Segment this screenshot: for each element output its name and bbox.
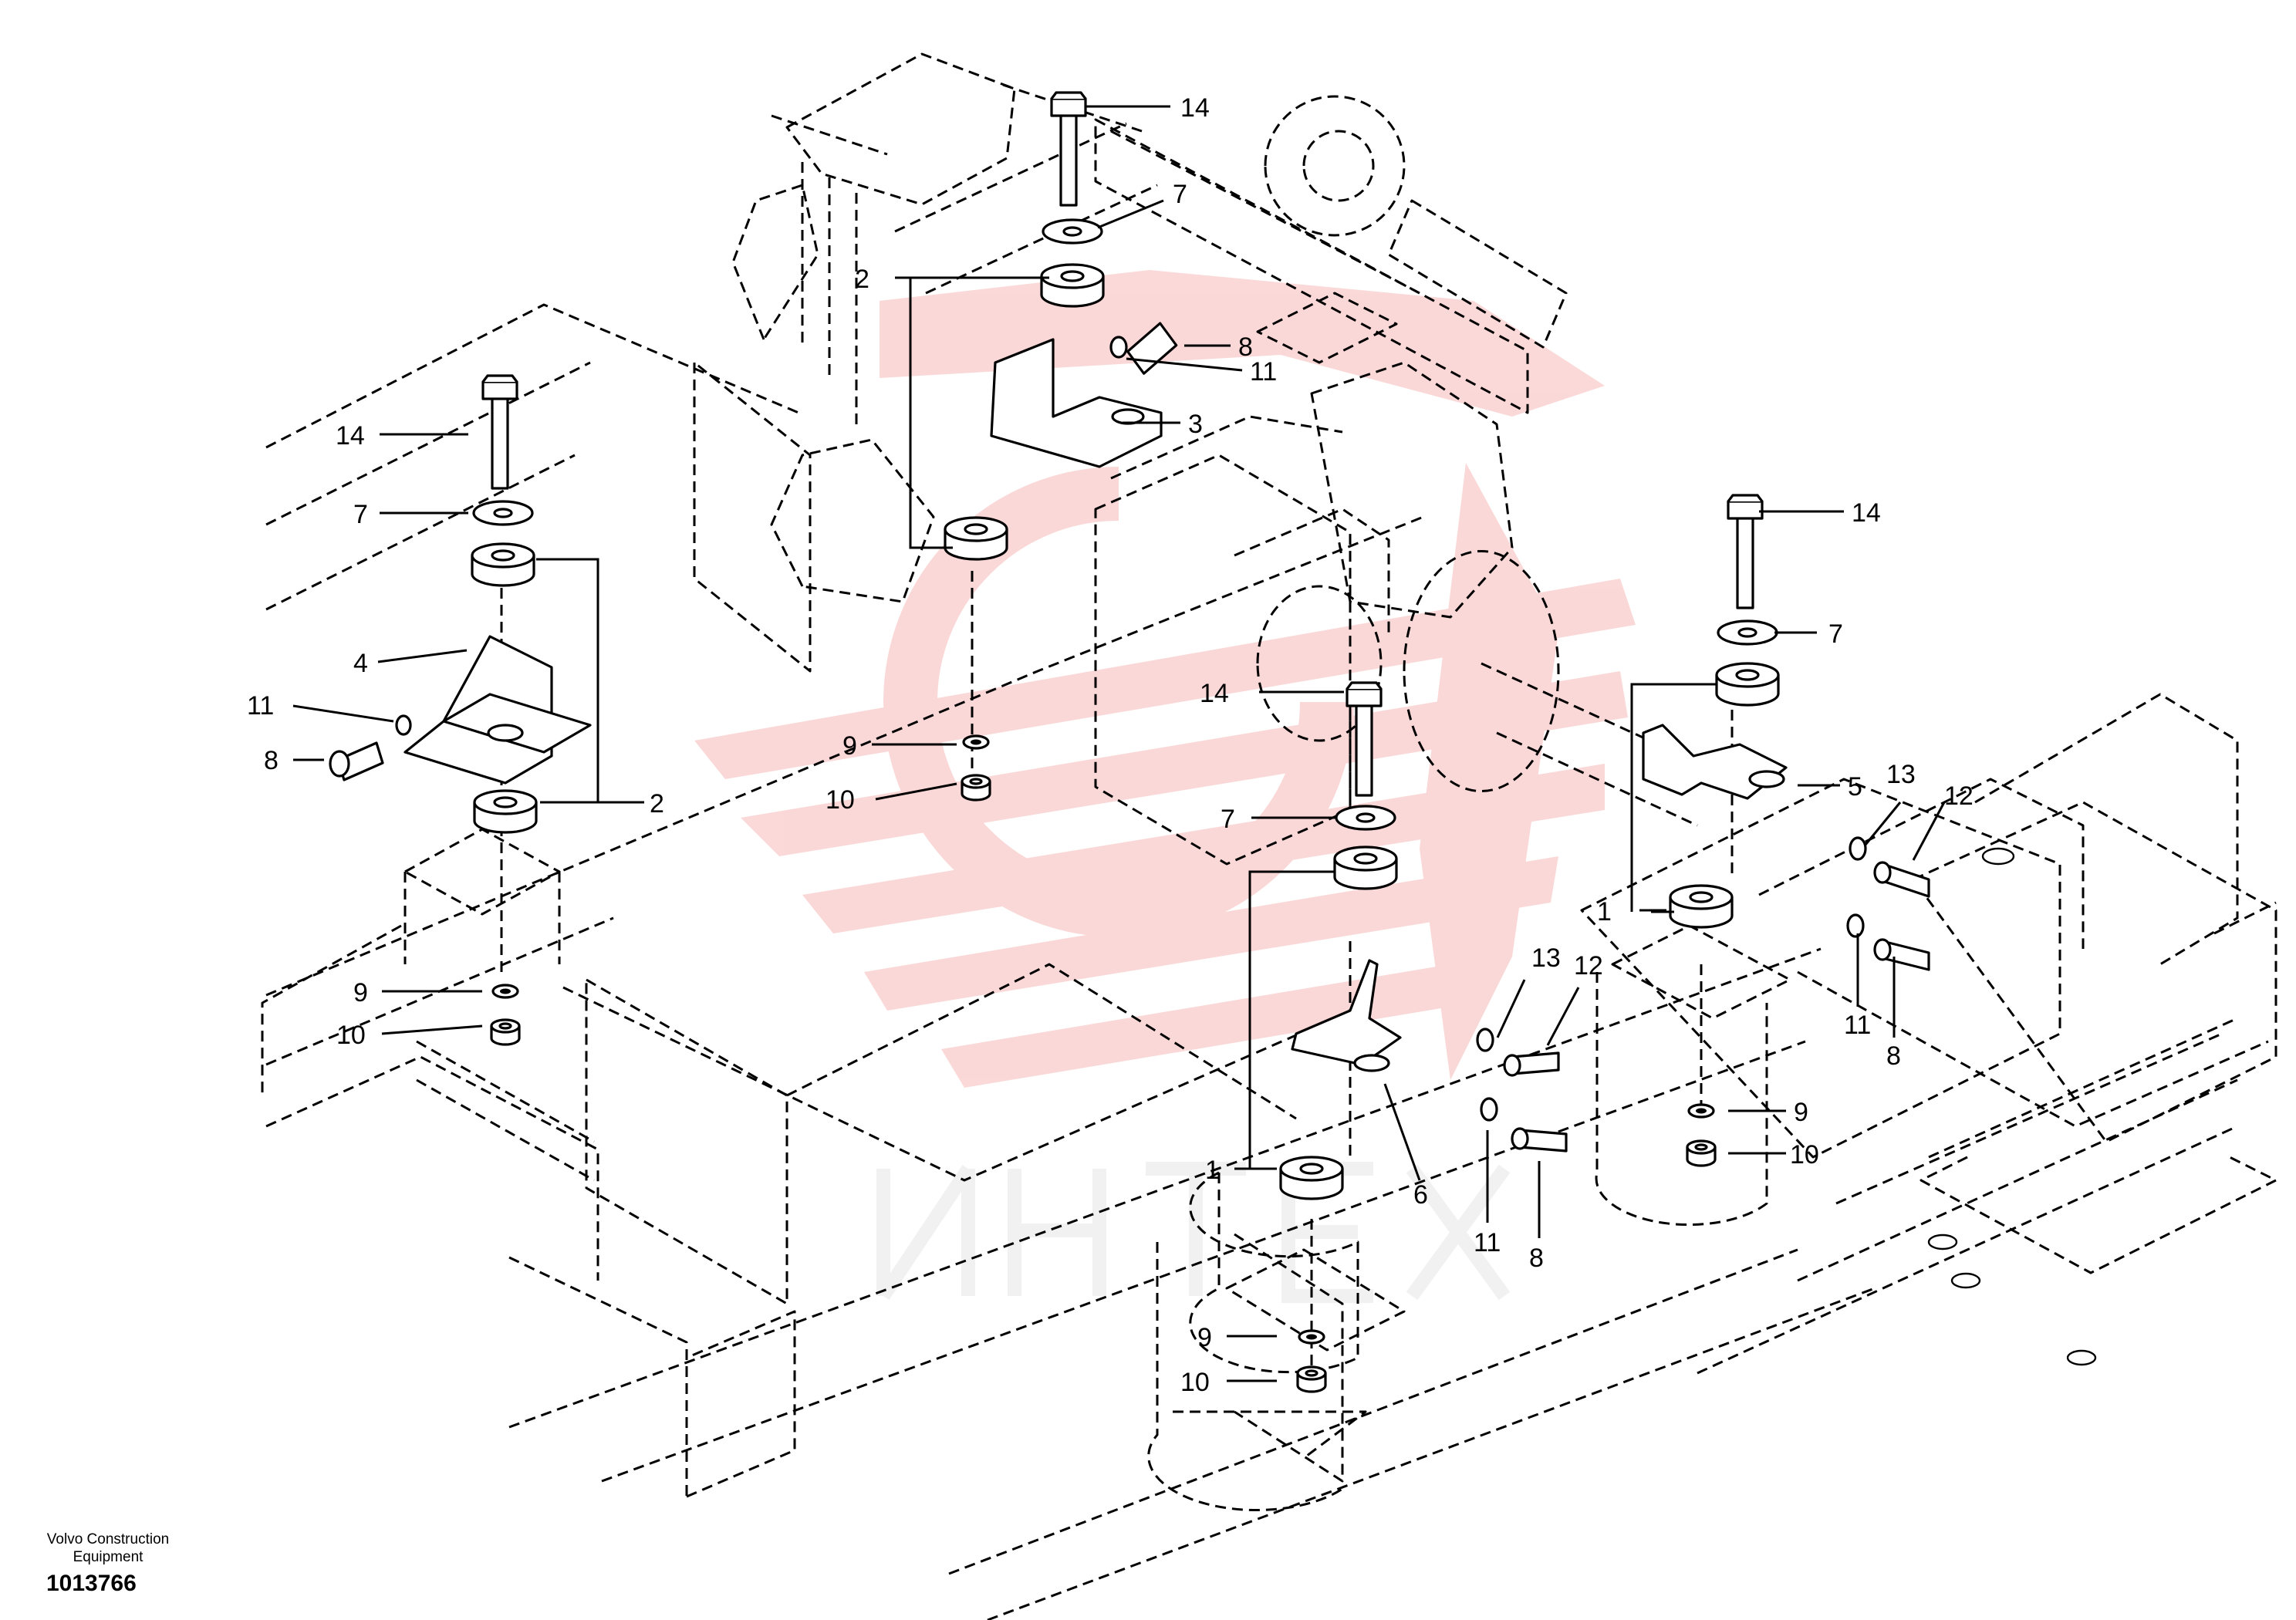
engine-outline: [693, 52, 1698, 866]
callout-label: 14: [1852, 498, 1881, 528]
callout-label: 9: [1794, 1098, 1808, 1127]
frame-outline: [261, 303, 2277, 1620]
callout-label: 2: [855, 265, 869, 294]
callout-label: 4: [353, 649, 368, 678]
callout-label: 11: [1250, 357, 1277, 386]
document-number: 1013766: [46, 1571, 137, 1596]
callout-label: 12: [1574, 951, 1603, 980]
callout-label: 8: [264, 746, 279, 775]
callout-label: 8: [1886, 1041, 1901, 1071]
callout-label: 1: [1597, 897, 1612, 926]
company-line-1: Volvo Construction: [46, 1531, 170, 1547]
callout-label: 9: [842, 731, 857, 761]
callout-label: 1: [1205, 1156, 1220, 1185]
callout-label: 14: [336, 421, 365, 451]
center-mount: [1279, 681, 1568, 1393]
intex-wordmark-watermark: [876, 1162, 1511, 1303]
callout-label: 13: [1531, 943, 1561, 973]
callout-label: 7: [1221, 805, 1235, 834]
right-mount: [1642, 494, 1930, 1167]
callout-label: 10: [1180, 1368, 1210, 1397]
callout-label: 10: [826, 785, 855, 815]
company-line-2: Equipment: [73, 1549, 144, 1565]
callout-label: 14: [1180, 93, 1210, 123]
callout-leaders: [292, 105, 1946, 1382]
callout-label: 13: [1886, 760, 1916, 789]
callout-label: 9: [1197, 1323, 1212, 1352]
callout-label: 14: [1200, 679, 1229, 708]
callout-label: 3: [1188, 410, 1203, 439]
callout-label: 7: [1173, 180, 1187, 209]
callout-label: 6: [1413, 1180, 1428, 1210]
callout-label: 10: [336, 1021, 366, 1050]
callout-label: 8: [1238, 332, 1253, 362]
callout-label: 8: [1529, 1244, 1544, 1273]
callout-label: 11: [247, 691, 274, 721]
callout-label: 12: [1944, 781, 1974, 811]
callout-label: 11: [1844, 1011, 1871, 1040]
callout-label: 2: [650, 789, 664, 818]
callout-label: 11: [1474, 1228, 1501, 1257]
callout-label: 7: [353, 500, 368, 529]
left-mount: [329, 374, 592, 1046]
intex-logo-watermark: [694, 270, 1636, 1088]
company-name: Volvo Construction Equipment: [15, 1531, 201, 1566]
callout-label: 10: [1790, 1140, 1819, 1169]
callout-label: 5: [1848, 772, 1862, 802]
callout-label: 9: [353, 978, 368, 1007]
callout-label: 7: [1828, 619, 1843, 649]
callout-labels: 14 7 2 8 11 3 14 7 4 11 8 2 9 10 9 10 14…: [247, 93, 1974, 1397]
